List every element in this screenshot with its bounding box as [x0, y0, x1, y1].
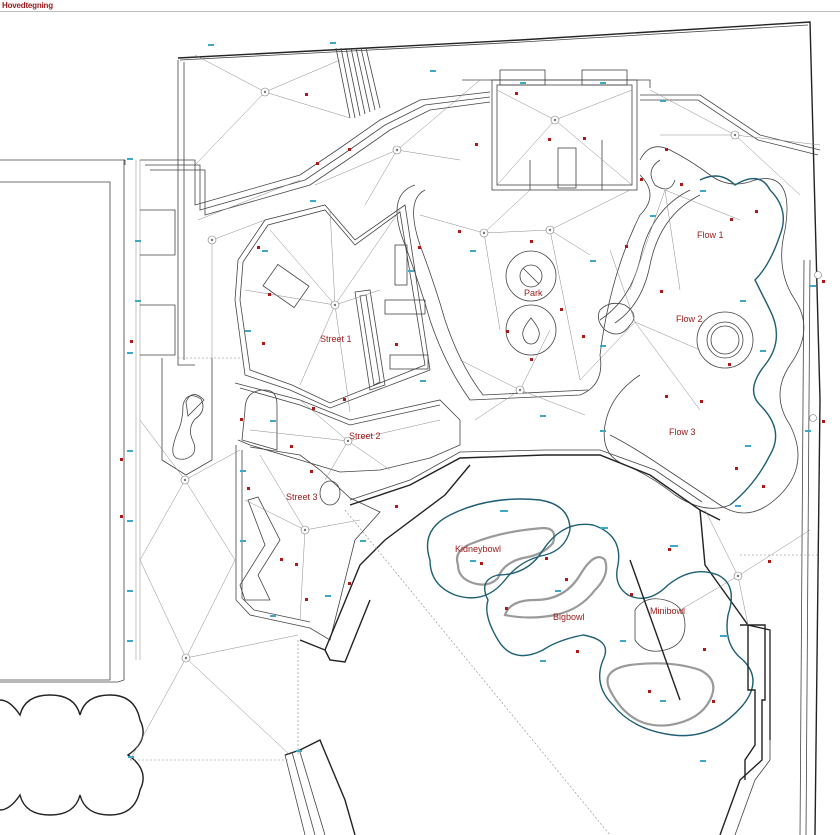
drawing-title: Hovedtegning [2, 1, 53, 10]
survey-node-icon [479, 228, 489, 238]
street3-area [235, 445, 471, 663]
street1-area [234, 204, 431, 409]
zone-label-flow1: Flow 1 [697, 230, 724, 240]
left-plaza [161, 357, 240, 476]
survey-node-icon [733, 571, 743, 581]
survey-node-icon [545, 225, 555, 235]
survey-node-icon [330, 300, 340, 310]
north-west-walls [140, 47, 491, 366]
survey-node-icon [181, 653, 191, 663]
survey-node-icon [550, 115, 560, 125]
zone-label-street1: Street 1 [320, 334, 352, 344]
survey-node-icon [814, 271, 822, 279]
survey-node-icon [300, 525, 310, 535]
zone-label-street2: Street 2 [349, 431, 381, 441]
street2-area [234, 382, 461, 473]
title-divider [0, 11, 840, 12]
survey-triangulation [129, 54, 821, 761]
south-building [284, 739, 356, 835]
dimension-tags [127, 42, 816, 762]
survey-node-icon [809, 414, 817, 422]
survey-nodes [180, 87, 822, 663]
survey-node-icon [180, 475, 190, 485]
park-building [462, 69, 821, 191]
zone-label-bigbowl: Bigbowl [553, 612, 585, 622]
survey-boundary-lines [130, 509, 820, 835]
flow-area: Flow 1 Flow 2 Flow 3 [597, 146, 805, 514]
zone-label-flow3: Flow 3 [669, 427, 696, 437]
zone-label-street3: Street 3 [286, 492, 318, 502]
survey-node-icon [343, 436, 353, 446]
clover-planter [0, 694, 144, 816]
left-field-outline [0, 159, 141, 683]
survey-node-icon [730, 130, 740, 140]
level-markers [120, 92, 825, 703]
zone-label-kidneybowl: Kidneybowl [455, 544, 501, 554]
survey-node-icon [392, 145, 402, 155]
site-boundary [177, 21, 821, 835]
zone-label-flow2: Flow 2 [676, 314, 703, 324]
survey-node-icon [207, 235, 217, 245]
south-east-building [719, 624, 771, 835]
bowls-area: Kidneybowl Bigbowl Minibowl [426, 498, 754, 737]
zone-label-park: Park [524, 288, 543, 298]
survey-node-icon [515, 385, 525, 395]
survey-node-icon [260, 87, 270, 97]
zone-label-minibowl: Minibowl [650, 606, 685, 616]
park-area: Park [396, 174, 651, 401]
main-staircase [335, 47, 381, 119]
